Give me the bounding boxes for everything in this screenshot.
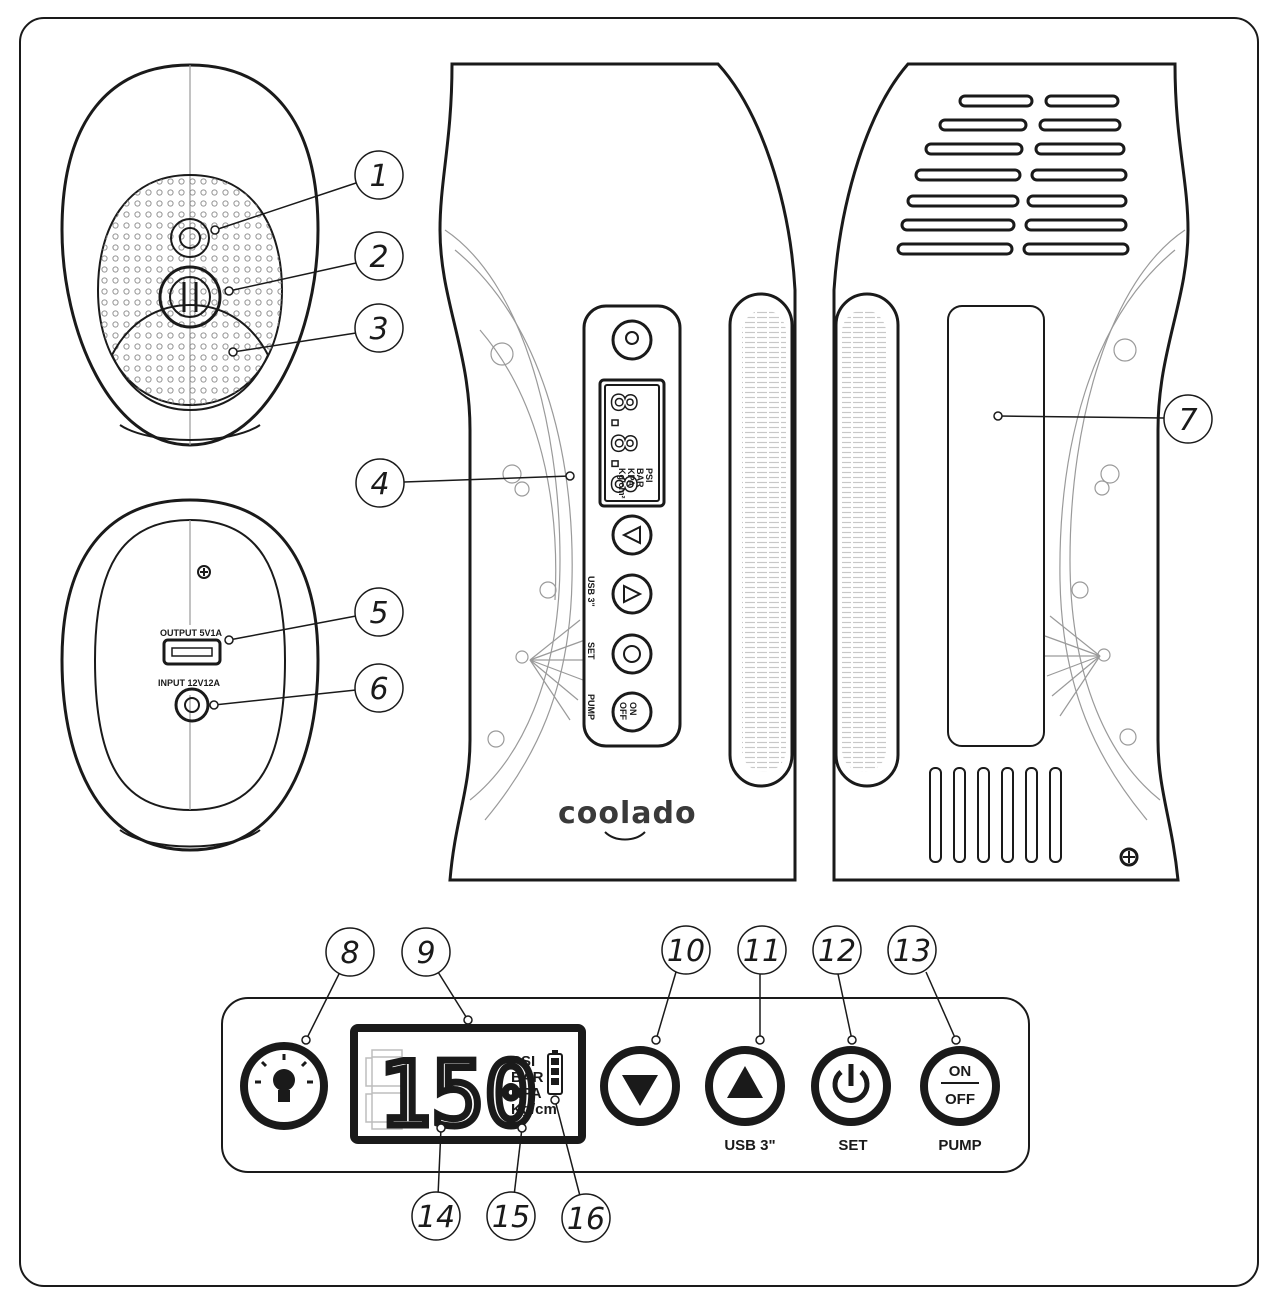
callout-9-label: 9 bbox=[416, 936, 435, 971]
callout-4 bbox=[355, 458, 405, 508]
input-port-label: INPUT 12V12A bbox=[158, 678, 221, 688]
back-body bbox=[832, 62, 1190, 882]
triangle-up-icon bbox=[727, 1066, 763, 1098]
callout-10-label: 10 bbox=[667, 934, 705, 969]
mini-pump-button bbox=[611, 691, 653, 733]
battery-icon bbox=[547, 1050, 563, 1095]
callout-10 bbox=[661, 925, 711, 975]
top-end-view bbox=[60, 63, 320, 447]
callout-15 bbox=[486, 1191, 536, 1241]
mini-display bbox=[598, 378, 666, 508]
light-button bbox=[240, 1042, 328, 1130]
lcd-display bbox=[350, 1024, 586, 1144]
callout-12 bbox=[812, 925, 862, 975]
mini-display-digits: 8.8.8 bbox=[603, 392, 643, 494]
unit-kpa: KPA bbox=[511, 1085, 542, 1102]
callout-8 bbox=[325, 927, 375, 977]
callout-13 bbox=[887, 925, 937, 975]
screw-icon bbox=[1119, 847, 1139, 867]
lcd-value: 150 bbox=[379, 1043, 538, 1146]
bulb-icon bbox=[611, 319, 653, 361]
label-panel bbox=[947, 305, 1045, 747]
callout-2 bbox=[354, 231, 404, 281]
triangle-down-icon bbox=[622, 1075, 658, 1106]
down-button bbox=[600, 1046, 680, 1126]
callout-4-label: 4 bbox=[370, 467, 389, 502]
callout-11 bbox=[737, 925, 787, 975]
callout-6 bbox=[354, 663, 404, 713]
mini-set-button bbox=[611, 633, 653, 675]
front-control-strip bbox=[582, 304, 682, 748]
mini-unit-psi: PSI bbox=[644, 468, 654, 483]
control-panel: 150 PSI BAR KPA Kg/cm USB 3" bbox=[221, 997, 1030, 1173]
callout-8-label: 8 bbox=[340, 936, 359, 971]
callout-1 bbox=[354, 150, 404, 200]
callout-6-label: 6 bbox=[369, 672, 388, 707]
screw-icon bbox=[197, 565, 211, 579]
top-vents bbox=[896, 94, 1130, 256]
front-body: 8.8.8 PSI BAR KPA Kg/cm² USB 3" SET PUMP… bbox=[438, 62, 797, 882]
callout-1-label: 1 bbox=[369, 159, 388, 194]
power-icon bbox=[832, 1064, 870, 1103]
mini-pump-label: PUMP bbox=[586, 694, 596, 720]
output-port-label: OUTPUT 5V1A bbox=[160, 628, 223, 638]
callout-7-label: 7 bbox=[1178, 403, 1197, 438]
callout-5-label: 5 bbox=[369, 596, 388, 631]
bottom-slots bbox=[929, 767, 1062, 863]
callout-5 bbox=[354, 587, 404, 637]
pump-label: PUMP bbox=[938, 1137, 981, 1154]
brand-logo: coolado bbox=[558, 796, 697, 831]
set-button bbox=[811, 1046, 891, 1126]
callout-7 bbox=[1163, 394, 1213, 444]
pump-button: ON OFF bbox=[920, 1046, 1000, 1126]
outer-frame bbox=[19, 17, 1259, 1287]
unit-bar: BAR bbox=[511, 1069, 544, 1086]
unit-kgcm: Kg/cm bbox=[511, 1101, 557, 1118]
mini-off-label: OFF bbox=[618, 702, 628, 720]
callout-11-label: 11 bbox=[743, 934, 781, 969]
usb-label: USB 3" bbox=[724, 1137, 775, 1154]
mini-unit-kgcm: Kg/cm² bbox=[617, 468, 627, 499]
callout-12-label: 12 bbox=[818, 934, 856, 969]
callout-3 bbox=[354, 303, 404, 353]
bottom-end-view: OUTPUT 5V1A INPUT 12V12A bbox=[60, 498, 320, 852]
off-label: OFF bbox=[945, 1091, 975, 1108]
callout-15-label: 15 bbox=[492, 1200, 530, 1235]
unit-psi: PSI bbox=[511, 1053, 535, 1070]
callout-16-label: 16 bbox=[567, 1202, 605, 1237]
callouts: 1 2 3 4 5 6 7 8 bbox=[209, 150, 1213, 1243]
mini-unit-kpa: KPA bbox=[626, 468, 636, 487]
callout-3-label: 3 bbox=[369, 312, 388, 347]
callout-2-label: 2 bbox=[369, 240, 388, 275]
callout-14-label: 14 bbox=[417, 1200, 455, 1235]
dc-input-port bbox=[174, 687, 210, 723]
up-button bbox=[705, 1046, 785, 1126]
mini-up-button bbox=[611, 573, 653, 615]
usb-output-port bbox=[162, 638, 222, 666]
set-label: SET bbox=[838, 1137, 867, 1154]
on-label: ON bbox=[949, 1063, 972, 1080]
mini-on-label: ON bbox=[628, 702, 638, 716]
callout-9 bbox=[401, 927, 451, 977]
callout-14 bbox=[411, 1191, 461, 1241]
mini-unit-bar: BAR bbox=[635, 468, 645, 488]
mini-down-button bbox=[611, 514, 653, 556]
mini-usb-label: USB 3" bbox=[586, 576, 596, 607]
bulb-icon bbox=[255, 1054, 313, 1102]
callout-13-label: 13 bbox=[893, 934, 931, 969]
callout-16 bbox=[561, 1193, 611, 1243]
mini-set-label: SET bbox=[586, 642, 596, 660]
lcd-dim-digit bbox=[365, 1049, 409, 1130]
